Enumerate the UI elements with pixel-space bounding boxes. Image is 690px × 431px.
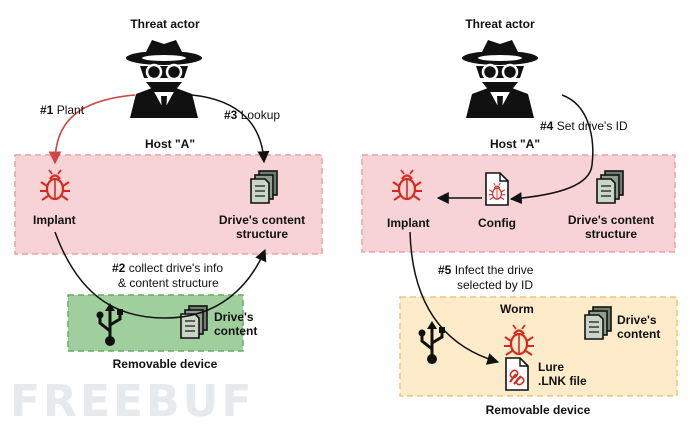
step5-number: #5 <box>438 263 452 277</box>
config-file-icon <box>485 172 509 206</box>
drive-structure-line1-right: Drive's content <box>567 213 655 227</box>
step2-text: collect drive's info <box>128 261 224 275</box>
removable-device-label-right: Removable device <box>485 403 591 417</box>
implant-label-left: Implant <box>33 213 76 227</box>
lure-line2: .LNK file <box>538 374 587 388</box>
step4-text: Set drive's ID <box>556 119 628 133</box>
step1-text: Plant <box>56 103 85 117</box>
arrow-plant <box>48 94 136 165</box>
lure-label: Lure.LNK file <box>538 360 587 388</box>
watermark: FREEBUF <box>10 376 255 427</box>
lure-line1: Lure <box>538 360 565 374</box>
arrow-infect-drive <box>409 231 500 365</box>
config-label: Config <box>478 216 516 230</box>
step2-number: #2 <box>112 261 126 275</box>
removable-device-box-right <box>399 296 678 397</box>
drive-content-line2-right: content <box>617 327 661 341</box>
drive-content-line1-right: Drive's <box>617 313 657 327</box>
drive-content-docs-icon-left <box>180 305 208 339</box>
step3-number: #3 <box>224 108 238 122</box>
arrow-collect <box>54 231 267 319</box>
host-a-label-left: Host "A" <box>144 137 196 151</box>
drive-content-docs-icon-right <box>584 306 612 340</box>
drive-structure-line1: Drive's content <box>218 213 306 227</box>
drive-structure-docs-icon-right <box>596 170 624 204</box>
drive-structure-line2-right: structure <box>584 227 637 241</box>
arrow-set-drive-id <box>509 94 594 205</box>
step1-number: #1 <box>40 103 54 117</box>
step4-number: #4 <box>540 119 554 133</box>
step3-label: #3 Lookup <box>224 108 280 122</box>
drive-structure-docs-icon-left <box>250 170 278 204</box>
step1-label: #1 Plant <box>40 103 84 117</box>
threat-actor-label-left: Threat actor <box>130 17 200 31</box>
step5-text: Infect the drive <box>454 263 534 277</box>
step4-label: #4 Set drive's ID <box>540 119 628 133</box>
host-a-label-right: Host "A" <box>489 137 541 151</box>
step2-line2: & content structure <box>118 276 219 290</box>
step3-text: Lookup <box>240 108 281 122</box>
threat-actor-label-right: Threat actor <box>465 17 535 31</box>
lure-lnk-file-icon <box>505 357 529 391</box>
implant-label-right: Implant <box>387 216 430 230</box>
worm-label: Worm <box>500 302 534 316</box>
threat-actor-icon-right <box>460 38 540 120</box>
step5-line2: selected by ID <box>457 278 534 292</box>
drive-structure-line2: structure <box>235 227 288 241</box>
removable-device-box-left <box>67 294 244 352</box>
arrow-lookup <box>191 94 270 164</box>
drive-content-line1: Drive's <box>214 310 254 324</box>
removable-device-label-left: Removable device <box>112 357 218 371</box>
step2-line1: #2 collect drive's info <box>112 261 223 275</box>
threat-actor-icon-left <box>124 38 204 120</box>
step5-line1: #5 Infect the drive <box>438 263 533 277</box>
drive-content-line2: content <box>214 324 258 338</box>
